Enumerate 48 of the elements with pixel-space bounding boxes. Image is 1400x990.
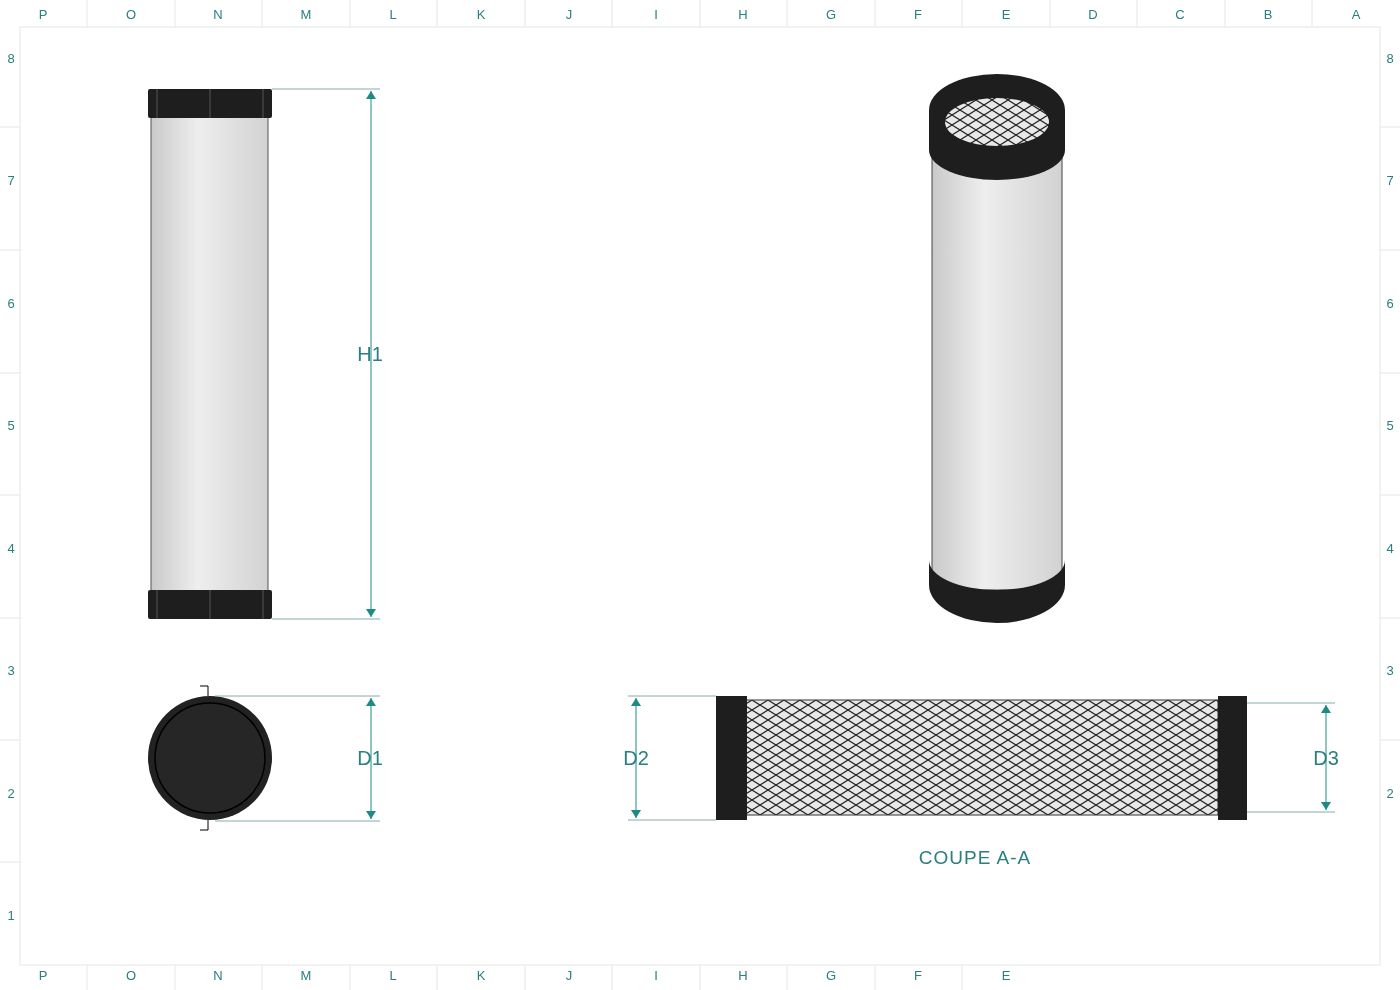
dimension-label: H1 — [357, 344, 383, 364]
dimension-label: D2 — [623, 748, 649, 768]
grid-reference-number: 4 — [7, 541, 15, 555]
grid-reference-number: 5 — [7, 418, 15, 432]
grid-reference-letter: L — [389, 7, 397, 21]
grid-reference-letter: J — [565, 968, 573, 982]
grid-reference-letter: H — [738, 7, 748, 21]
grid-reference-number: 8 — [1386, 51, 1394, 65]
grid-reference-number: 2 — [1386, 786, 1394, 800]
grid-reference-number: 3 — [7, 663, 15, 677]
grid-reference-letter: F — [914, 968, 922, 982]
grid-reference-letter: J — [565, 7, 573, 21]
grid-reference-letter: M — [300, 7, 312, 21]
grid-reference-number: 6 — [7, 296, 15, 310]
grid-reference-number: 7 — [7, 173, 15, 187]
grid-reference-number: 5 — [1386, 418, 1394, 432]
grid-reference-letter: I — [654, 7, 658, 21]
grid-reference-letter: O — [125, 968, 137, 982]
grid-reference-number: 7 — [1386, 173, 1394, 187]
grid-reference-letter: I — [654, 968, 658, 982]
grid-reference-letter: K — [476, 7, 486, 21]
grid-reference-letter: D — [1088, 7, 1098, 21]
grid-reference-letter: B — [1263, 7, 1273, 21]
grid-reference-number: 4 — [1386, 541, 1394, 555]
grid-reference-letter: L — [389, 968, 397, 982]
dimension-label: D1 — [357, 748, 383, 768]
grid-reference-letter: M — [300, 968, 312, 982]
grid-reference-letter: O — [125, 7, 137, 21]
grid-reference-number: 3 — [1386, 663, 1394, 677]
view-caption: COUPE A-A — [918, 847, 1032, 867]
grid-reference-letter: K — [476, 968, 486, 982]
grid-reference-letter: E — [1001, 968, 1011, 982]
grid-reference-letter: P — [38, 7, 48, 21]
grid-reference-number: 6 — [1386, 296, 1394, 310]
dimension-label: D3 — [1313, 748, 1339, 768]
grid-reference-number: 8 — [7, 51, 15, 65]
grid-reference-number: 2 — [7, 786, 15, 800]
grid-reference-letter: A — [1351, 7, 1361, 21]
grid-reference-letter: G — [825, 7, 837, 21]
grid-reference-letter: H — [738, 968, 748, 982]
grid-reference-letter: N — [213, 968, 223, 982]
grid-reference-letter: N — [213, 7, 223, 21]
grid-reference-letter: F — [914, 7, 922, 21]
grid-reference-letter: P — [38, 968, 48, 982]
grid-reference-letter: E — [1001, 7, 1011, 21]
grid-reference-letter: G — [825, 968, 837, 982]
grid-reference-number: 1 — [7, 908, 15, 922]
grid-reference-letter: C — [1175, 7, 1185, 21]
